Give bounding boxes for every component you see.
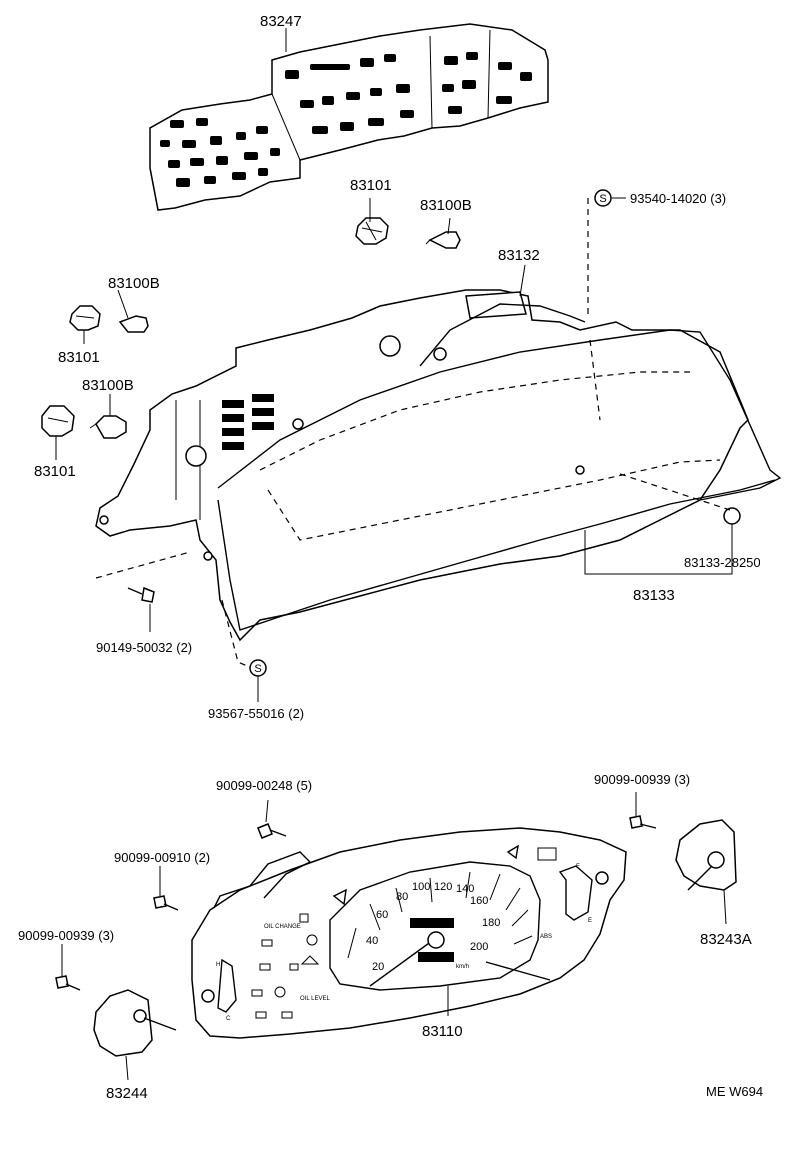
s-mark-1-text: S bbox=[599, 193, 606, 205]
label-83133-28250: 83133-28250 bbox=[684, 555, 761, 570]
label-90099-00939-right: 90099-00939 (3) bbox=[594, 772, 690, 787]
screw-90099-00910 bbox=[153, 866, 179, 911]
label-93540-14020: 93540-14020 (3) bbox=[630, 191, 726, 206]
label-83243a: 83243A bbox=[700, 931, 752, 948]
abs-lamp: ABS bbox=[540, 934, 552, 940]
s-mark-2-text: S bbox=[254, 663, 261, 675]
label-93567-55016: 93567-55016 (2) bbox=[208, 706, 304, 721]
wire-harness bbox=[419, 264, 586, 367]
bulb-top bbox=[425, 231, 461, 249]
speed-100: 100 bbox=[412, 881, 430, 893]
diagram-code: ME W694 bbox=[706, 1084, 763, 1099]
warning-lights bbox=[251, 913, 320, 1019]
bulb-left-2 bbox=[89, 415, 127, 439]
socket-top bbox=[355, 217, 389, 245]
speed-160: 160 bbox=[470, 895, 488, 907]
label-83101-left-1: 83101 bbox=[58, 349, 100, 366]
cluster-case bbox=[95, 289, 782, 642]
bulb-left-1 bbox=[118, 315, 149, 333]
fuel-full: F bbox=[576, 864, 580, 870]
fuel-empty: E bbox=[588, 918, 592, 924]
speed-180: 180 bbox=[482, 917, 500, 929]
label-83101-left-2: 83101 bbox=[34, 463, 76, 480]
label-90099-00939-left: 90099-00939 (3) bbox=[18, 928, 114, 943]
label-90099-00910: 90099-00910 (2) bbox=[114, 850, 210, 865]
speed-60: 60 bbox=[376, 909, 388, 921]
printed-circuit-plate bbox=[149, 23, 549, 211]
label-83100b-left-2: 83100B bbox=[82, 377, 134, 394]
temp-hot: H bbox=[216, 962, 220, 968]
screw-90099-00248 bbox=[257, 799, 287, 839]
speed-40: 40 bbox=[366, 935, 378, 947]
screw-90099-00939-left bbox=[55, 944, 81, 991]
label-83101-top: 83101 bbox=[350, 177, 392, 194]
oil-level-lamp: OIL LEVEL bbox=[300, 996, 330, 1002]
part-labels: 83247 83101 83100B 83132 93540-14020 (3)… bbox=[18, 13, 763, 1102]
label-83110: 83110 bbox=[422, 1023, 463, 1040]
s-mark-2: S bbox=[249, 659, 267, 677]
gauge-numbers: 20 40 60 80 100 120 140 160 180 200 km/h… bbox=[216, 864, 592, 1022]
speed-80: 80 bbox=[396, 891, 408, 903]
label-90149-50032: 90149-50032 (2) bbox=[96, 640, 192, 655]
socket-left-1 bbox=[69, 305, 101, 331]
screw-90099-00939-right bbox=[629, 792, 657, 829]
speed-140: 140 bbox=[456, 883, 474, 895]
bracket-83244 bbox=[93, 989, 177, 1081]
speed-200: 200 bbox=[470, 941, 488, 953]
label-83247: 83247 bbox=[260, 13, 302, 30]
label-83100b-top: 83100B bbox=[420, 197, 472, 214]
label-90099-00248: 90099-00248 (5) bbox=[216, 778, 312, 793]
oil-change-lamp: OIL CHANGE bbox=[264, 924, 301, 930]
label-83244: 83244 bbox=[106, 1085, 148, 1102]
s-mark-1: S bbox=[594, 189, 612, 207]
label-83133: 83133 bbox=[633, 587, 675, 604]
clip-83133-28250 bbox=[723, 507, 741, 546]
temp-cold: C bbox=[226, 1016, 231, 1022]
label-83132: 83132 bbox=[498, 247, 540, 264]
combination-meter bbox=[191, 827, 627, 1039]
label-83100b-left-1: 83100B bbox=[108, 275, 160, 292]
socket-left-2 bbox=[41, 405, 75, 437]
bracket-83243a bbox=[675, 819, 737, 925]
leader-lines bbox=[55, 197, 733, 702]
screw-90149 bbox=[127, 586, 155, 603]
speed-unit: km/h bbox=[456, 964, 469, 970]
speed-120: 120 bbox=[434, 881, 452, 893]
speed-20: 20 bbox=[372, 961, 384, 973]
